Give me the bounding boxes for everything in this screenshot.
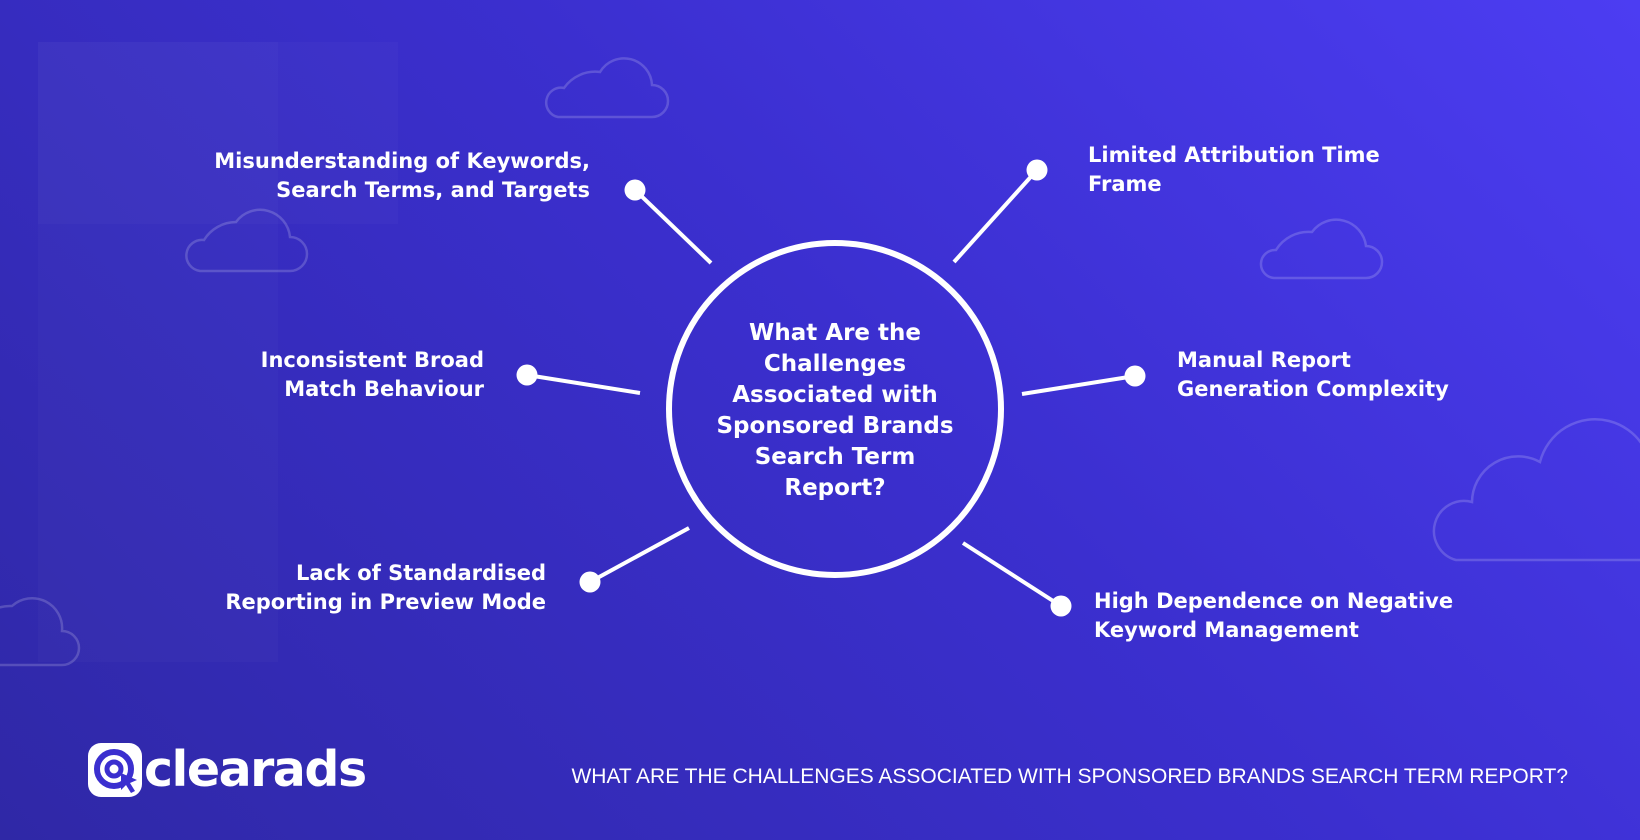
challenge-label: High Dependence on Negative Keyword Mana… — [1094, 589, 1454, 642]
connector-line-5 — [589, 526, 690, 584]
connector-line-4 — [1021, 374, 1136, 396]
challenge-label: Misunderstanding of Keywords, Search Ter… — [214, 149, 590, 202]
footer-caption: WHAT ARE THE CHALLENGES ASSOCIATED WITH … — [571, 765, 1568, 788]
connector-line-6 — [961, 541, 1063, 608]
challenge-label: Lack of Standardised Reporting in Previe… — [225, 561, 546, 614]
connector-dot-6 — [1050, 595, 1072, 617]
connector-line-2 — [952, 168, 1039, 264]
challenge-label: Inconsistent Broad Match Behaviour — [260, 348, 484, 401]
challenge-label: Limited Attribution Time Frame — [1088, 143, 1380, 196]
connector-dot-5 — [579, 571, 601, 593]
central-hub-circle — [666, 240, 1004, 578]
brand-wordmark: clearads — [144, 741, 367, 798]
connector-dot-2 — [1026, 159, 1048, 181]
central-topic-title: What Are the Challenges Associated with … — [716, 320, 954, 501]
connector-dot-3 — [516, 364, 538, 386]
at-sign-cursor-icon — [88, 743, 142, 797]
connector-line-1 — [633, 188, 713, 265]
challenge-label: Manual Report Generation Complexity — [1177, 348, 1449, 401]
connector-dot-4 — [1124, 365, 1146, 387]
connector-line-3 — [526, 373, 641, 395]
connector-dot-1 — [624, 179, 646, 201]
brand-logo: clearads — [88, 741, 367, 798]
